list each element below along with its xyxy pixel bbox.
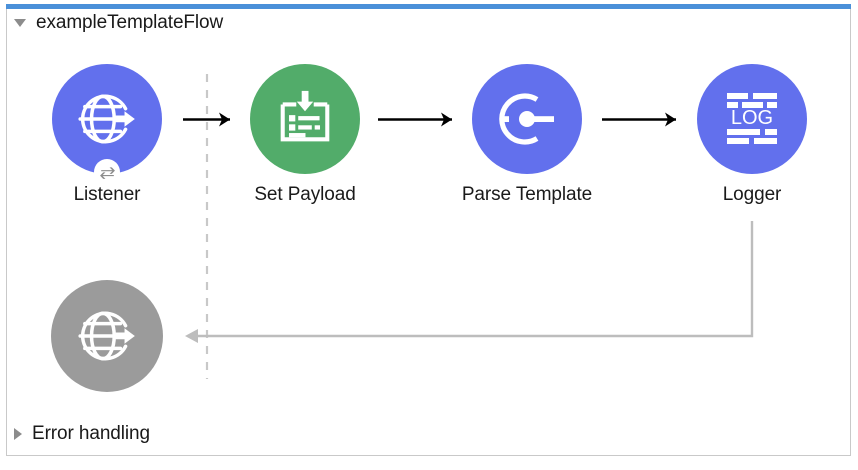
node-icon-container[interactable] (250, 64, 360, 174)
flow-section-header[interactable]: exampleTemplateFlow (14, 11, 223, 35)
flow-title: exampleTemplateFlow (36, 12, 224, 33)
node-icon-container[interactable] (472, 64, 582, 174)
triangle-down-icon[interactable] (14, 19, 26, 27)
flow-node-logger[interactable]: LOG Logger (672, 64, 832, 206)
node-label-set-payload: Set Payload (254, 184, 356, 205)
parse-template-target-icon (499, 93, 554, 145)
node-label-parse-template: Parse Template (461, 184, 593, 205)
log-icon-text: LOG (731, 107, 773, 129)
flow-node-parse-template[interactable]: Parse Template (447, 64, 607, 206)
set-payload-tray-arrow-icon (280, 90, 330, 142)
error-handling-section-header[interactable]: Error handling (14, 422, 150, 446)
node-label-logger: Logger (722, 184, 782, 205)
log-lines-icon: LOG (727, 93, 777, 144)
globe-arrow-icon (78, 311, 135, 361)
flow-node-listener[interactable]: Listener (27, 64, 187, 206)
node-icon-container[interactable] (52, 64, 162, 185)
exchange-arrows-icon (94, 159, 120, 185)
node-icon-container[interactable] (51, 280, 163, 392)
globe-arrow-icon (78, 94, 135, 144)
flow-node-set-payload[interactable]: Set Payload (225, 64, 385, 206)
error-handling-title: Error handling (32, 423, 150, 444)
panel-accent-bar (6, 4, 851, 9)
node-label-listener: Listener (73, 184, 141, 205)
node-icon-container[interactable]: LOG (697, 64, 807, 174)
flow-node-error-listener[interactable] (27, 280, 187, 402)
triangle-right-icon[interactable] (14, 428, 22, 440)
